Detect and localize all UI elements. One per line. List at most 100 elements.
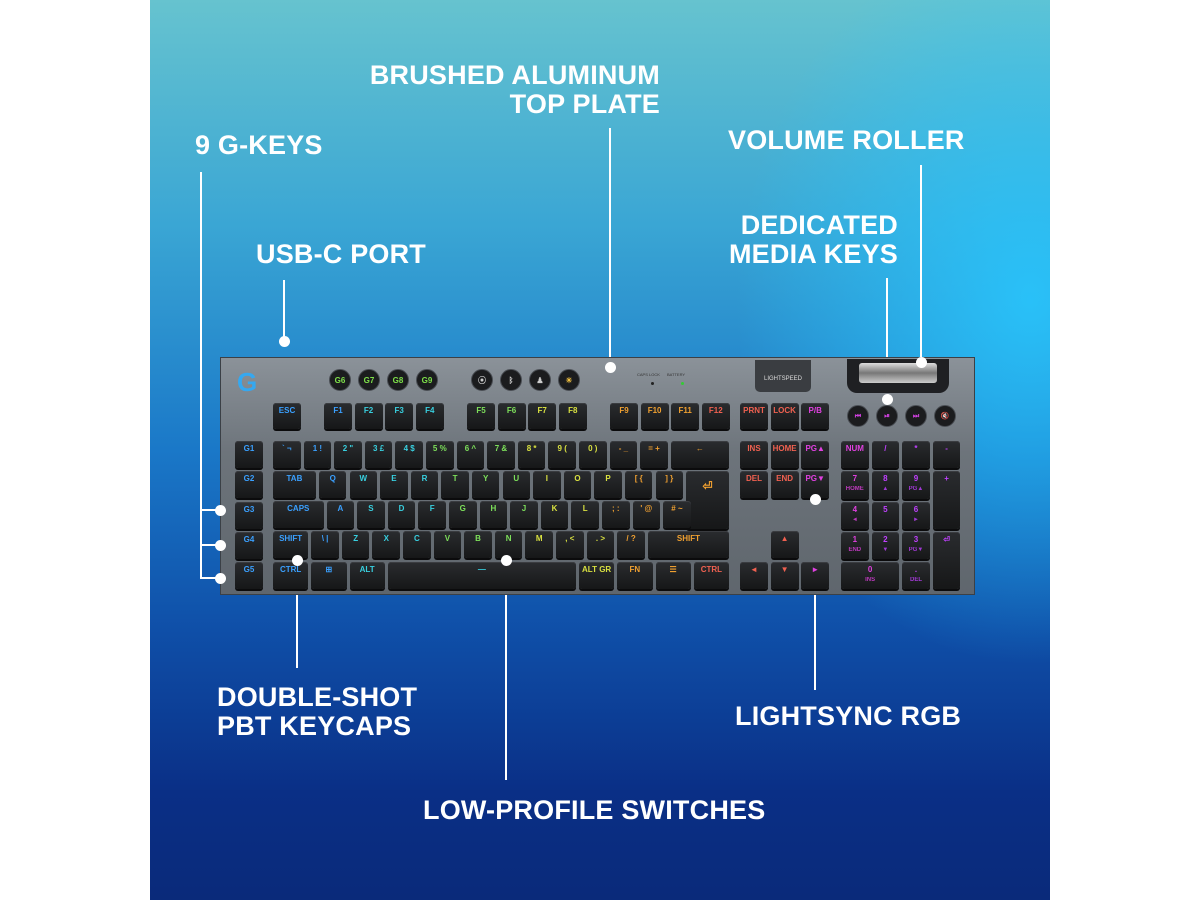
media-key[interactable]: ⏯ xyxy=(876,405,898,427)
key-p-b[interactable]: P/B xyxy=(801,403,830,429)
key-alt-gr[interactable]: ALT GR xyxy=(579,562,615,589)
key-0[interactable]: 0 ) xyxy=(579,441,607,468)
key-7[interactable]: 7 & xyxy=(487,441,515,468)
bluetooth-icon[interactable]: ᛒ xyxy=(500,369,522,391)
key-f4[interactable]: F4 xyxy=(415,403,444,429)
numpad-key-6[interactable]: 6► xyxy=(902,501,930,529)
key-symbol[interactable]: ☰ xyxy=(655,562,691,589)
numpad-key-8[interactable]: 8▲ xyxy=(871,471,900,499)
media-key[interactable]: ⏭ xyxy=(905,405,927,427)
key-r[interactable]: R xyxy=(410,471,439,498)
key-f2[interactable]: F2 xyxy=(354,403,383,429)
key-symbol[interactable]: ⊞ xyxy=(311,562,347,589)
key-shift[interactable]: SHIFT xyxy=(647,531,729,558)
key-v[interactable]: V xyxy=(433,531,462,558)
key-4[interactable]: 4 $ xyxy=(395,441,423,468)
volume-roller-wheel[interactable] xyxy=(859,363,937,383)
brightness-icon[interactable]: ☀ xyxy=(558,369,580,391)
key-home[interactable]: HOME xyxy=(770,441,799,468)
key-symbol[interactable]: - _ xyxy=(609,441,638,468)
key-g5[interactable]: G5 xyxy=(235,562,263,590)
key-esc[interactable]: ESC xyxy=(273,403,301,429)
key-3[interactable]: 3 £ xyxy=(364,441,393,468)
numpad-key-num[interactable]: NUM xyxy=(841,441,869,469)
key-shift[interactable]: SHIFT xyxy=(273,531,309,558)
numpad-key-5[interactable]: 5 xyxy=(871,501,900,529)
key-end[interactable]: END xyxy=(770,471,799,498)
key-8[interactable]: 8 * xyxy=(517,441,546,468)
key-g2[interactable]: G2 xyxy=(235,471,263,499)
key-ctrl[interactable]: CTRL xyxy=(273,562,309,589)
key-g8[interactable]: G8 xyxy=(387,369,409,391)
key-symbol[interactable]: — xyxy=(387,562,576,589)
key-1[interactable]: 1 ! xyxy=(303,441,332,468)
key-t[interactable]: T xyxy=(441,471,469,498)
key-symbol[interactable]: ] } xyxy=(655,471,684,498)
key-arrow-up[interactable]: ▲ xyxy=(770,531,799,558)
key-2[interactable]: 2 " xyxy=(334,441,362,468)
key-b[interactable]: B xyxy=(464,531,492,558)
joystick-icon[interactable]: ♟ xyxy=(529,369,551,391)
key-o[interactable]: O xyxy=(563,471,592,498)
media-key[interactable]: ⏮ xyxy=(847,405,869,427)
key-9[interactable]: 9 ( xyxy=(548,441,576,468)
key-caps[interactable]: CAPS xyxy=(273,501,324,528)
key-symbol[interactable]: / ? xyxy=(617,531,645,558)
key-arrow-down[interactable]: ▼ xyxy=(770,562,799,589)
key-y[interactable]: Y xyxy=(471,471,500,498)
key-symbol[interactable]: [ { xyxy=(624,471,653,498)
key-prnt[interactable]: PRNT xyxy=(740,403,768,429)
key-g1[interactable]: G1 xyxy=(235,441,263,468)
key-tab[interactable]: TAB xyxy=(273,471,316,498)
key-k[interactable]: K xyxy=(540,501,569,528)
key-f7[interactable]: F7 xyxy=(528,403,557,429)
key-pg[interactable]: PG▲ xyxy=(801,441,830,468)
key-symbol[interactable]: = + xyxy=(640,441,668,468)
key-s[interactable]: S xyxy=(357,501,385,528)
key-ctrl[interactable]: CTRL xyxy=(693,562,729,589)
key-i[interactable]: I xyxy=(533,471,561,498)
key-q[interactable]: Q xyxy=(318,471,347,498)
key-arrow-left[interactable]: ◄ xyxy=(740,562,768,589)
key-fn[interactable]: FN xyxy=(617,562,653,589)
numpad-key-symbol[interactable]: ⏎ xyxy=(932,531,961,590)
key-symbol[interactable]: . > xyxy=(586,531,615,558)
key-enter[interactable]: ⏎ xyxy=(686,471,729,529)
key-l[interactable]: L xyxy=(571,501,599,528)
key-5[interactable]: 5 % xyxy=(426,441,454,468)
key-u[interactable]: U xyxy=(502,471,531,498)
numpad-key-symbol[interactable]: / xyxy=(871,441,900,469)
key-f10[interactable]: F10 xyxy=(640,403,669,429)
key-n[interactable]: N xyxy=(494,531,523,558)
key-symbol[interactable]: # ~ xyxy=(663,501,691,528)
key-f9[interactable]: F9 xyxy=(610,403,638,429)
key-p[interactable]: P xyxy=(594,471,622,498)
numpad-key-symbol[interactable]: .DEL xyxy=(902,562,930,590)
key-f1[interactable]: F1 xyxy=(324,403,352,429)
numpad-key-4[interactable]: 4◄ xyxy=(841,501,869,529)
key-g6[interactable]: G6 xyxy=(329,369,351,391)
key-symbol[interactable]: ; : xyxy=(601,501,630,528)
key-d[interactable]: D xyxy=(387,501,416,528)
key-e[interactable]: E xyxy=(380,471,408,498)
numpad-key-2[interactable]: 2▼ xyxy=(871,531,900,560)
key-f[interactable]: F xyxy=(418,501,446,528)
key-x[interactable]: X xyxy=(372,531,401,558)
key-ins[interactable]: INS xyxy=(740,441,768,468)
key-f12[interactable]: F12 xyxy=(701,403,730,429)
key-symbol[interactable]: , < xyxy=(556,531,584,558)
key-w[interactable]: W xyxy=(349,471,378,498)
key-z[interactable]: Z xyxy=(341,531,370,558)
key-symbol[interactable]: ' @ xyxy=(632,501,661,528)
key-f3[interactable]: F3 xyxy=(385,403,414,429)
numpad-key-symbol[interactable]: + xyxy=(932,471,961,529)
key-6[interactable]: 6 ^ xyxy=(456,441,485,468)
game-mode-icon[interactable]: ⦿ xyxy=(471,369,493,391)
key-g9[interactable]: G9 xyxy=(416,369,438,391)
numpad-key-symbol[interactable]: * xyxy=(902,441,930,469)
